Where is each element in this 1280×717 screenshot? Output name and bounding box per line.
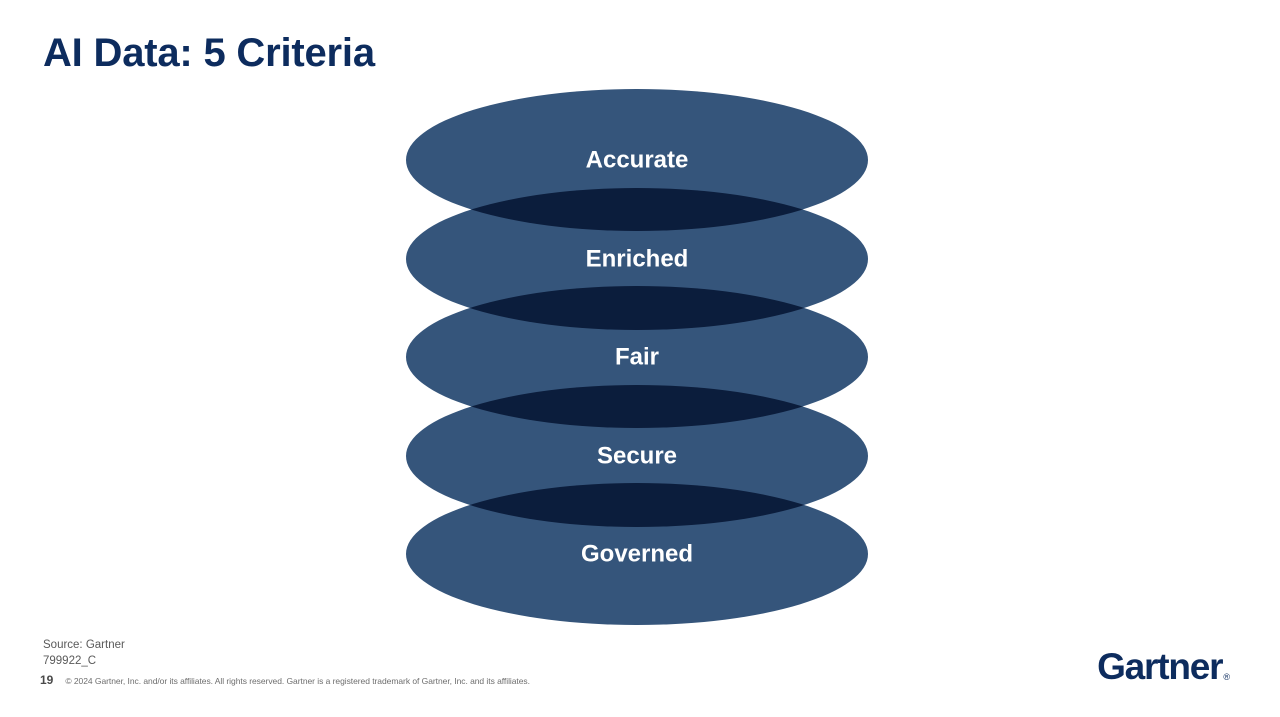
criteria-layer-accurate[interactable] — [406, 89, 868, 231]
ellipse-shape-secure — [406, 385, 868, 527]
criteria-label-enriched: Enriched — [586, 245, 689, 272]
criteria-layer-governed[interactable] — [406, 483, 868, 625]
footer-row: 19 © 2024 Gartner, Inc. and/or its affil… — [40, 673, 530, 687]
source-block: Source: Gartner 799922_C — [43, 638, 125, 669]
criteria-label-governed: Governed — [581, 540, 693, 567]
criteria-layer-enriched[interactable] — [406, 188, 868, 330]
ellipse-shape-accurate — [406, 89, 868, 231]
ellipse-shape-governed — [406, 483, 868, 625]
criteria-label-secure: Secure — [597, 442, 677, 469]
ellipse-shape-fair — [406, 286, 868, 428]
document-code: 799922_C — [43, 654, 97, 667]
criteria-label-fair: Fair — [615, 343, 659, 370]
copyright-notice: © 2024 Gartner, Inc. and/or its affiliat… — [65, 676, 530, 686]
criteria-stack-diagram: Accurate Enriched Fair Secure Governed — [395, 80, 885, 635]
ellipse-shape-enriched — [406, 188, 868, 330]
source-label: Source: Gartner — [43, 639, 125, 651]
criteria-layer-fair[interactable] — [406, 286, 868, 428]
criteria-label-accurate: Accurate — [586, 146, 689, 173]
page-title: AI Data: 5 Criteria — [43, 31, 375, 75]
criteria-stack-svg: Accurate Enriched Fair Secure Governed — [406, 89, 868, 625]
gartner-wordmark: Gartner — [1097, 646, 1223, 687]
gartner-logo: Gartner ® — [1097, 648, 1230, 685]
page-number: 19 — [40, 673, 54, 687]
criteria-layer-secure[interactable] — [406, 385, 868, 527]
registered-trademark-icon: ® — [1223, 672, 1230, 682]
